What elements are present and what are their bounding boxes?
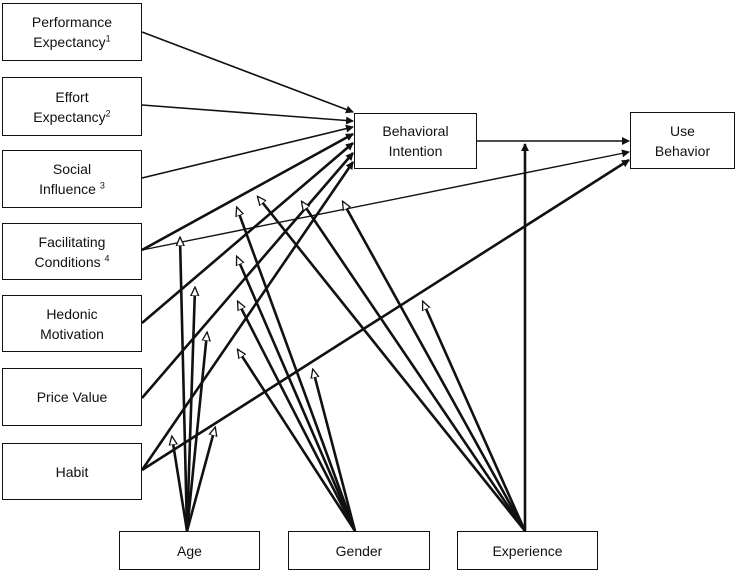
- arrow-gender-moderator: [237, 208, 357, 532]
- arrow-gender-moderator: [238, 350, 357, 532]
- arrow-experience-moderator: [421, 302, 527, 532]
- arrow-pv-bi: [141, 152, 354, 399]
- arrow-experience-moderator: [343, 202, 527, 532]
- arrow-fc-bi: [141, 132, 354, 252]
- node-experience: Experience: [457, 531, 598, 570]
- arrow-age-moderator: [185, 288, 195, 532]
- arrow-ee-bi: [141, 104, 354, 125]
- node-habit: Habit: [2, 443, 142, 500]
- arrow-experience-moderator: [302, 202, 527, 532]
- node-age: Age: [119, 531, 260, 570]
- arrow-habit-ub: [141, 158, 630, 472]
- arrow-age-moderator: [180, 238, 189, 532]
- arrow-age-moderator: [185, 333, 207, 532]
- node-price-value: Price Value: [2, 368, 142, 426]
- arrow-si-bi: [141, 124, 354, 179]
- arrow-experience-moderator: [258, 197, 527, 532]
- node-gender: Gender: [288, 531, 430, 570]
- arrow-gender-moderator: [238, 302, 357, 532]
- arrow-age-moderator: [185, 428, 215, 532]
- arrow-habit-bi: [140, 161, 355, 471]
- arrow-age-moderator: [172, 437, 189, 532]
- arrow-gender-moderator: [313, 370, 357, 532]
- arrow-gender-moderator: [235, 257, 357, 532]
- arrow-pe-bi: [141, 31, 354, 114]
- arrow-fc-ub: [141, 149, 630, 251]
